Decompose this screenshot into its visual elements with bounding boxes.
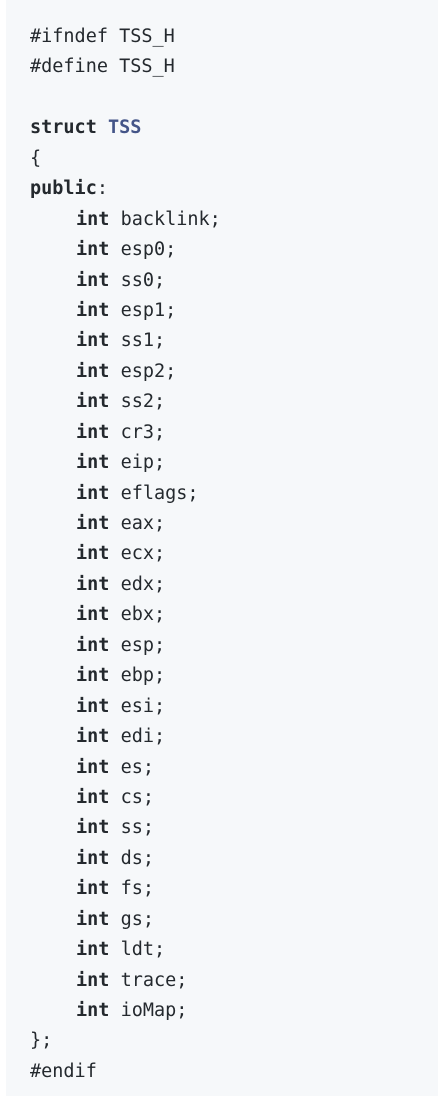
member-name: ss1;: [120, 330, 166, 352]
member-name: cs;: [120, 786, 154, 808]
member-name: gs;: [120, 908, 154, 930]
int-keyword: int: [76, 208, 110, 230]
int-keyword: int: [76, 482, 110, 504]
public-line: public:: [30, 174, 438, 204]
member-name: cr3;: [120, 421, 166, 443]
open-brace-line: {: [30, 147, 42, 169]
member-name: ebp;: [120, 665, 166, 687]
member-name: ldt;: [120, 939, 166, 961]
int-keyword: int: [76, 939, 110, 961]
member-line: int ioMap;: [30, 996, 438, 1026]
int-keyword: int: [76, 543, 110, 565]
int-keyword: int: [76, 878, 110, 900]
member-name: esp0;: [120, 239, 177, 261]
member-line: int gs;: [30, 905, 438, 935]
struct-declaration-line: struct TSS: [30, 113, 438, 143]
int-keyword: int: [76, 452, 110, 474]
member-list: int backlink;int esp0;int ss0;int esp1;i…: [30, 205, 438, 1027]
member-line: int ss;: [30, 813, 438, 843]
int-keyword: int: [76, 421, 110, 443]
member-name: esp1;: [120, 299, 177, 321]
define-line: #define TSS_H: [30, 56, 175, 78]
int-keyword: int: [76, 695, 110, 717]
int-keyword: int: [76, 786, 110, 808]
int-keyword: int: [76, 1000, 110, 1021]
blank-line: [30, 83, 438, 113]
member-line: int ebx;: [30, 600, 438, 630]
member-line: int esp1;: [30, 296, 438, 326]
close-brace-line: };: [30, 1030, 53, 1052]
member-line: int ss2;: [30, 387, 438, 417]
member-line: int edi;: [30, 722, 438, 752]
member-line: int ss0;: [30, 266, 438, 296]
int-keyword: int: [76, 269, 110, 291]
int-keyword: int: [76, 573, 110, 595]
code-block: #ifndef TSS_H #define TSS_H struct TSS {…: [6, 0, 438, 1096]
member-line: int eax;: [30, 509, 438, 539]
int-keyword: int: [76, 299, 110, 321]
int-keyword: int: [76, 391, 110, 413]
member-name: ioMap;: [120, 1000, 188, 1021]
member-name: edx;: [120, 573, 166, 595]
member-name: ecx;: [120, 543, 166, 565]
int-keyword: int: [76, 239, 110, 261]
member-line: int esi;: [30, 692, 438, 722]
member-name: ss;: [120, 817, 154, 839]
member-name: ebx;: [120, 604, 166, 626]
public-colon: :: [96, 178, 108, 200]
member-line: int edx;: [30, 570, 438, 600]
member-name: ds;: [120, 847, 154, 869]
member-line: int eip;: [30, 448, 438, 478]
member-name: es;: [120, 756, 154, 778]
member-line: int ecx;: [30, 539, 438, 569]
int-keyword: int: [76, 665, 110, 687]
member-line: int esp0;: [30, 235, 438, 265]
int-keyword: int: [76, 908, 110, 930]
member-line: int cs;: [30, 783, 438, 813]
public-keyword: public: [30, 178, 97, 200]
int-keyword: int: [76, 847, 110, 869]
int-keyword: int: [76, 360, 110, 382]
member-name: edi;: [120, 726, 166, 748]
member-line: int ldt;: [30, 935, 438, 965]
int-keyword: int: [76, 634, 110, 656]
struct-name: TSS: [107, 117, 142, 139]
member-line: int esp2;: [30, 357, 438, 387]
member-name: eflags;: [120, 482, 199, 504]
member-line: int ss1;: [30, 326, 438, 356]
member-name: eax;: [120, 513, 166, 534]
member-line: int eflags;: [30, 479, 438, 509]
member-line: int es;: [30, 753, 438, 783]
member-name: ss2;: [120, 391, 166, 413]
member-line: int ebp;: [30, 661, 438, 691]
member-line: int ds;: [30, 844, 438, 874]
member-line: int fs;: [30, 874, 438, 904]
member-line: int backlink;: [30, 205, 438, 235]
member-line: int esp;: [30, 631, 438, 661]
member-line: int cr3;: [30, 418, 438, 448]
ifndef-line: #ifndef TSS_H: [30, 26, 175, 47]
member-name: esp;: [120, 634, 166, 656]
endif-line: #endif: [30, 1060, 97, 1082]
member-name: trace;: [120, 969, 188, 991]
int-keyword: int: [76, 513, 110, 534]
int-keyword: int: [76, 817, 110, 839]
int-keyword: int: [76, 330, 110, 352]
member-name: fs;: [120, 878, 154, 900]
member-name: ss0;: [120, 269, 166, 291]
member-name: eip;: [120, 452, 166, 474]
int-keyword: int: [76, 726, 110, 748]
member-line: int trace;: [30, 966, 438, 996]
int-keyword: int: [76, 756, 110, 778]
struct-keyword: struct: [30, 117, 97, 139]
int-keyword: int: [76, 604, 110, 626]
int-keyword: int: [76, 969, 110, 991]
member-name: esi;: [120, 695, 166, 717]
member-name: backlink;: [120, 208, 221, 230]
member-name: esp2;: [120, 360, 177, 382]
